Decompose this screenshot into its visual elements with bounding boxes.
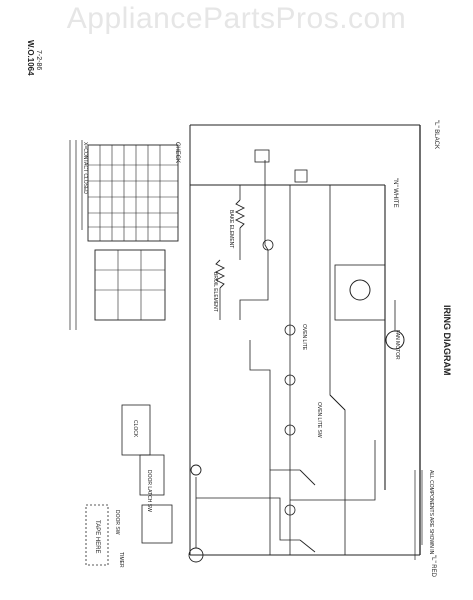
switch-chart-border [94,249,166,321]
tape-box [85,504,109,566]
label-broil-element: BROIL ELEMENT [212,272,218,312]
chart-heading: CHECK [174,142,180,163]
diagram-title: IRING DIAGRAM [442,305,452,376]
wire-run-f [269,469,300,555]
label-door-latch-switch: DOOR LATCH SW [146,470,152,512]
label-timer: TIMER [118,552,124,568]
label-oven-lite: OVEN LITE [301,324,307,351]
label-door-switch: DOOR SW [114,510,120,535]
relay-box-2 [294,169,308,183]
watermark-text: AppliancePartsPros.com [66,2,407,35]
door-switch-blade [299,469,316,486]
label-oven-lite-switch: OVEN LITE SW [316,402,322,438]
latch-switch-blade [299,539,316,553]
ground-line-label: "L" RED [430,555,436,578]
revision-date: 7-2-86 [35,50,42,70]
wire-run-c [239,160,269,320]
oven-lite-housing [334,264,386,321]
lamp-circle-mid [190,464,202,476]
wire-run-b [329,185,346,555]
timer-box [141,504,173,544]
wire-run-h [290,440,376,501]
bake-element-symbol [234,199,246,229]
relay-box-1 [254,149,270,163]
neutral-line-label: "N" WHITE [392,178,398,208]
clock-box [121,404,151,456]
bottom-note: ALL COMPONENTS ARE SHOWN IN [428,470,434,555]
label-bake-element: BAKE ELEMENT [228,210,234,248]
part-number: W.O.1064 [26,40,35,76]
wire-run-d [249,340,271,470]
check-chart-border [87,144,179,242]
sensor-circle-1 [262,239,274,251]
oven-lite-symbol [349,279,371,301]
label-tape-here: TAPE HERE [94,520,100,554]
wire-run-g [196,497,300,541]
chart-note: X=CONTACT CLOSED [82,142,88,194]
label-fan-motor: FAN MOTOR [394,330,400,360]
source-line-label: "L" BLACK [433,120,439,149]
broil-element-symbol [214,259,226,289]
latch-box [139,454,165,496]
label-clock: CLOCK [132,420,138,438]
